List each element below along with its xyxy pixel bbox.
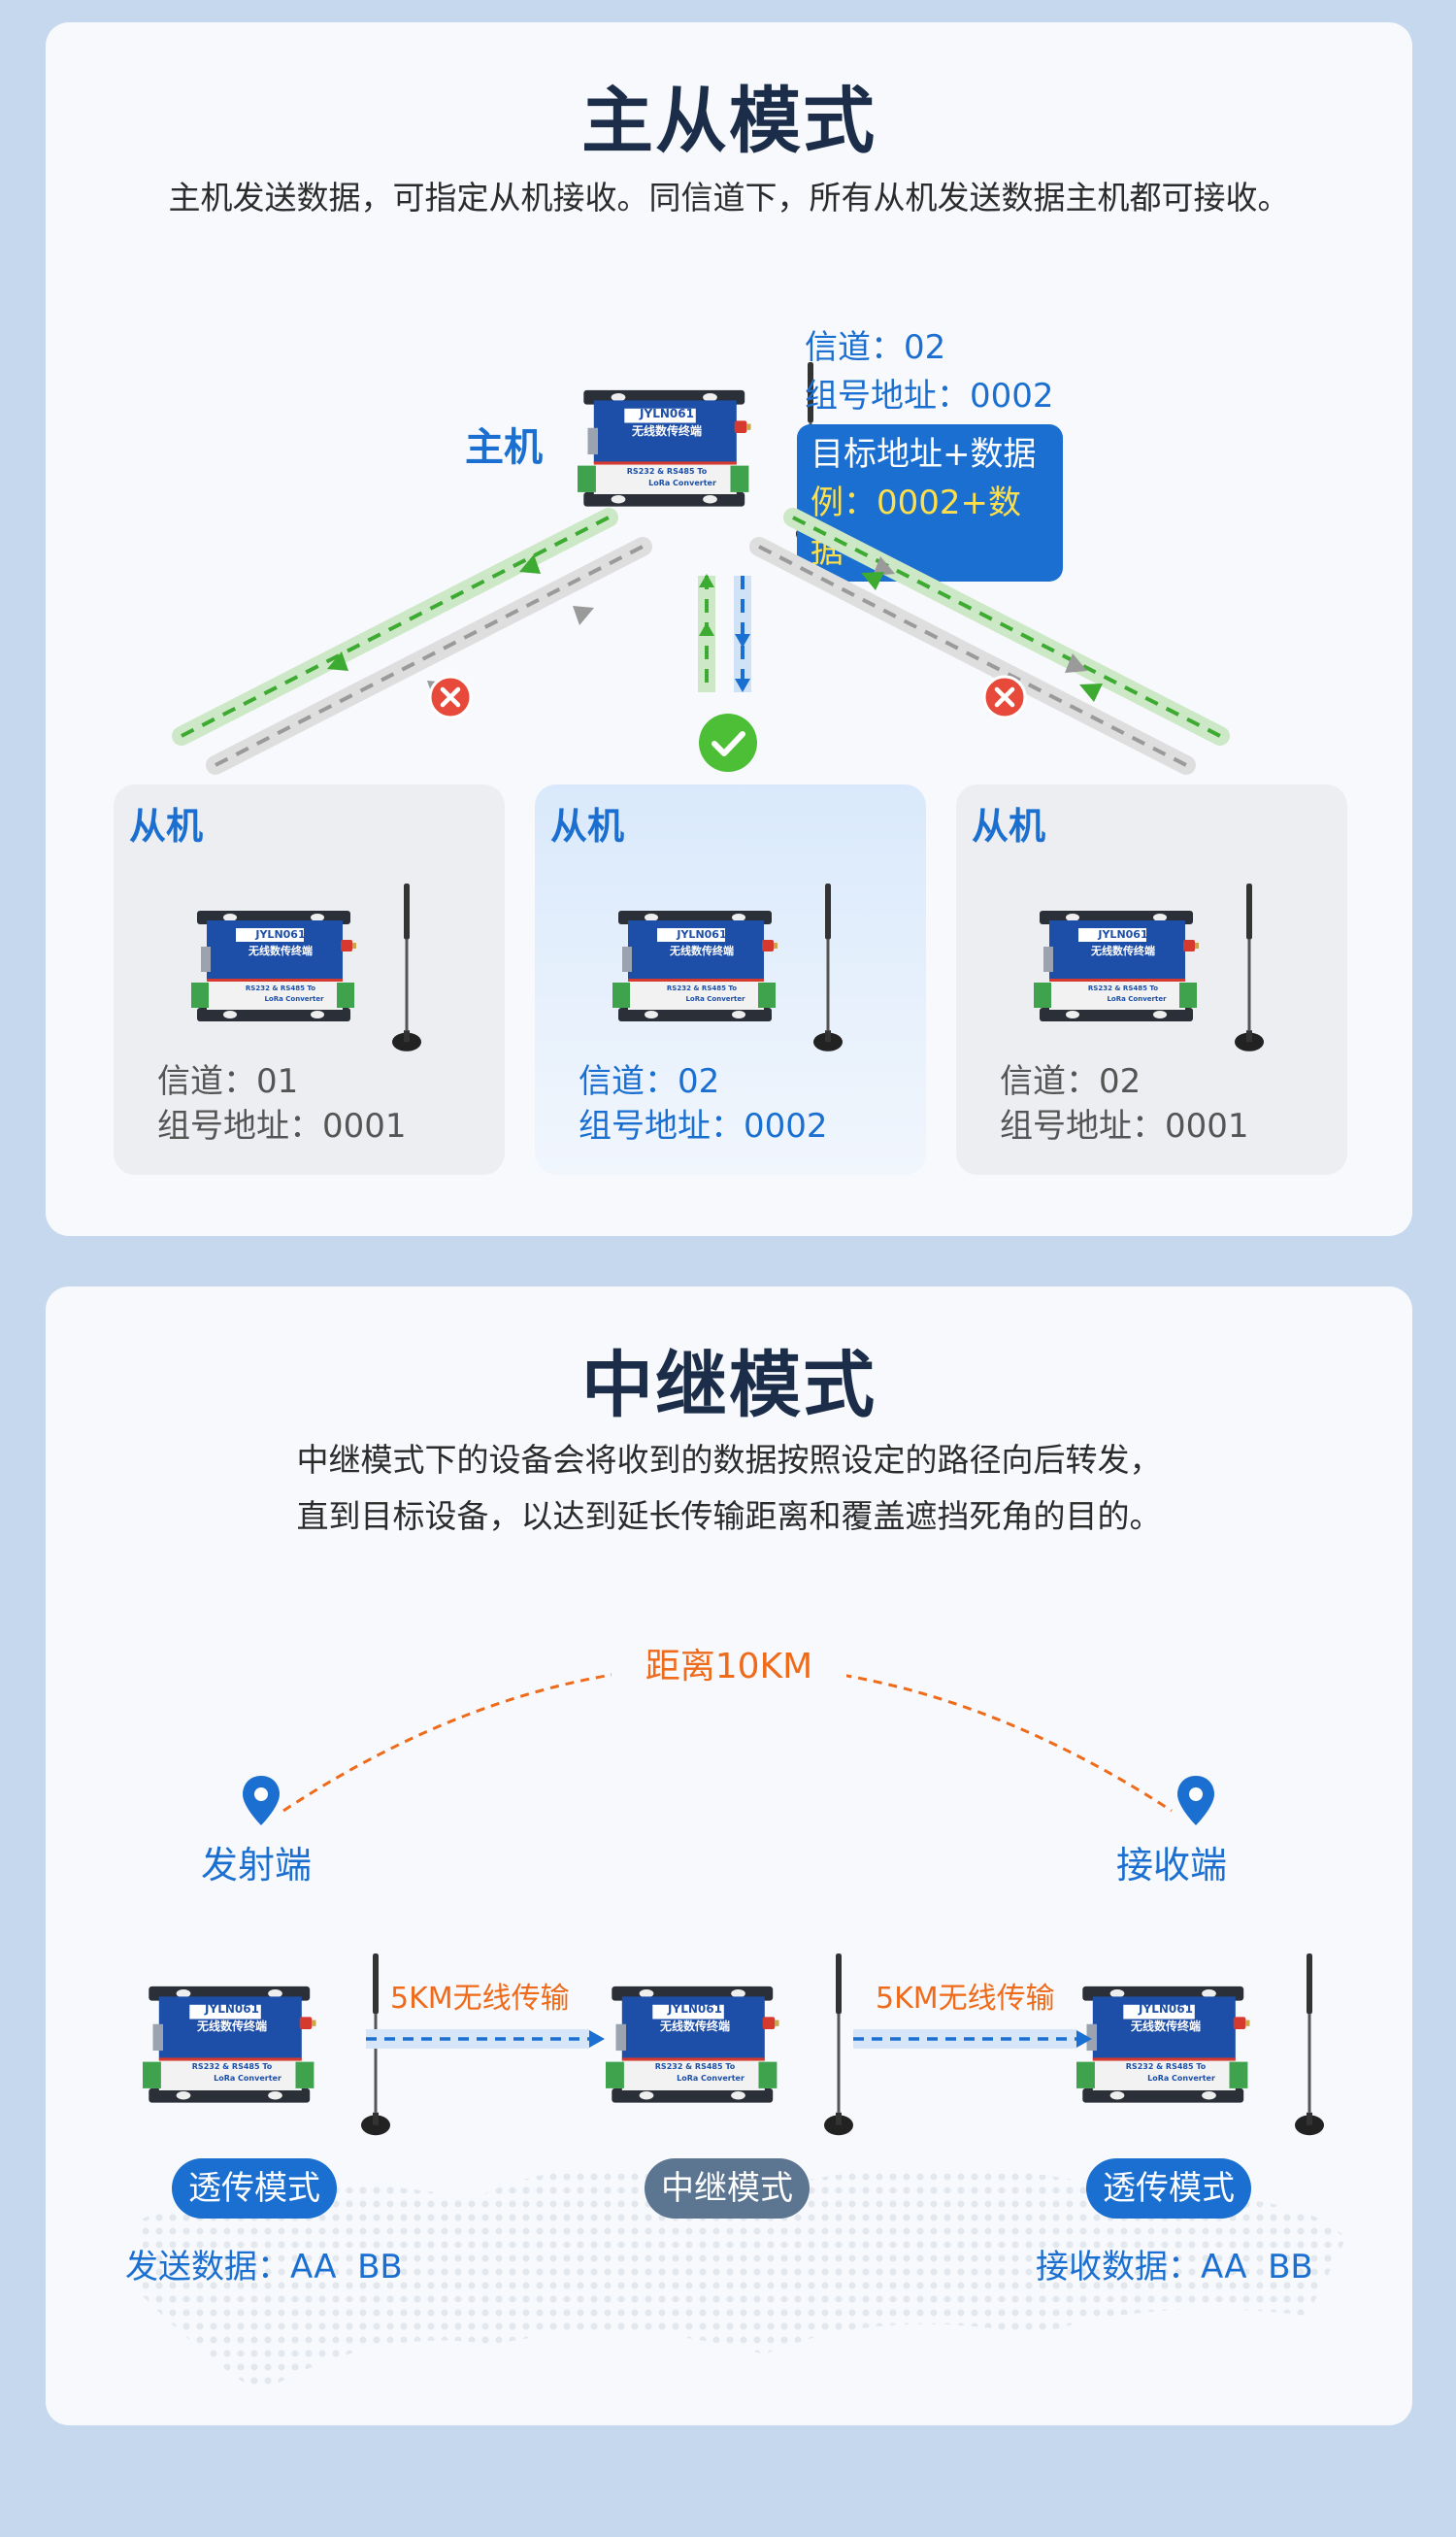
device-line2: LoRa Converter — [685, 995, 745, 1003]
distance-label: 距离10KM — [612, 1638, 846, 1696]
slave-card-3: 从机 JYLN061 无线数传终端 RS232 & RS485 To LoRa … — [956, 784, 1347, 1175]
location-pin-icon — [1177, 1776, 1214, 1825]
slave-device: JYLN061 无线数传终端 RS232 & RS485 To LoRa Con… — [191, 874, 424, 1062]
device-model: JYLN061 — [254, 928, 305, 941]
target-address-bubble: 目标地址+数据 例：0002+数据 — [797, 424, 1063, 582]
close-circle-icon — [428, 675, 473, 719]
device-name: 无线数传终端 — [196, 2019, 267, 2033]
device-line1: RS232 & RS485 To — [246, 985, 315, 992]
relay-device: JYLN061 无线数传终端 RS232 & RS485 To LoRa Con… — [601, 1939, 853, 2147]
slave-label: 从机 — [129, 805, 204, 848]
relay-description-line2: 直到目标设备，以达到延长传输距离和覆盖遮挡死角的目的。 — [296, 1497, 1162, 1535]
slave-group: 组号地址：0002 — [579, 1107, 828, 1146]
check-circle-icon — [699, 714, 757, 772]
transmission-paths — [172, 508, 1230, 775]
slave-label: 从机 — [550, 805, 625, 848]
master-channel: 信道：02 — [805, 328, 946, 367]
device-line1: RS232 & RS485 To — [655, 2062, 736, 2071]
device-line1: RS232 & RS485 To — [1126, 2062, 1207, 2071]
device-line2: LoRa Converter — [264, 995, 324, 1003]
receiver-label: 接收端 — [1116, 1844, 1228, 1886]
bubble-line1: 目标地址+数据 — [811, 435, 1037, 474]
device-model: JYLN061 — [667, 2002, 722, 2016]
slave-channel: 信道：02 — [1000, 1062, 1142, 1101]
link-label-2: 5KM无线传输 — [876, 1982, 1055, 2016]
recv-data: 接收数据：AA BB — [1036, 2248, 1313, 2287]
device-model: JYLN061 — [1138, 2002, 1193, 2016]
device-model: JYLN061 — [676, 928, 726, 941]
master-slave-card: 主从模式 主机发送数据，可指定从机接收。同信道下，所有从机发送数据主机都可接收。… — [46, 22, 1412, 1236]
link-label-1: 5KM无线传输 — [390, 1982, 570, 2016]
slave-device: JYLN061 无线数传终端 RS232 & RS485 To LoRa Con… — [1034, 874, 1267, 1062]
device-model: JYLN061 — [1097, 928, 1147, 941]
slave-info: 信道：02 组号地址：0002 — [579, 1059, 828, 1149]
send-data: 发送数据：AA BB — [125, 2248, 403, 2287]
location-pin-icon — [243, 1776, 280, 1825]
slave-group: 组号地址：0001 — [1000, 1107, 1249, 1146]
slave-info: 信道：02 组号地址：0001 — [1000, 1059, 1249, 1149]
mode-pill-relay: 中继模式 — [645, 2158, 810, 2219]
sender-label: 发射端 — [201, 1844, 313, 1886]
device-model: JYLN061 — [639, 407, 694, 420]
close-circle-icon — [982, 675, 1027, 719]
slave-group: 组号地址：0001 — [157, 1107, 407, 1146]
device-name: 无线数传终端 — [1090, 944, 1155, 957]
slave-device: JYLN061 无线数传终端 RS232 & RS485 To LoRa Con… — [612, 874, 845, 1062]
relay-card: 中继模式 中继模式下的设备会将收到的数据按照设定的路径向后转发， 直到目标设备，… — [46, 1286, 1412, 2425]
link-arrow-1 — [366, 2029, 605, 2049]
device-name: 无线数传终端 — [1130, 2019, 1201, 2033]
device-line2: LoRa Converter — [648, 479, 716, 487]
slave-card-1: 从机 JYLN061 无线数传终端 RS232 & RS485 To LoRa … — [114, 784, 505, 1175]
slave-info: 信道：01 组号地址：0001 — [157, 1059, 407, 1149]
slave-label: 从机 — [972, 805, 1046, 848]
device-line1: RS232 & RS485 To — [667, 985, 737, 992]
slave-channel: 信道：01 — [157, 1062, 299, 1101]
link-arrow-2 — [853, 2029, 1092, 2049]
relay-description-line1: 中继模式下的设备会将收到的数据按照设定的路径向后转发， — [296, 1441, 1162, 1479]
mode-pill-receiver: 透传模式 — [1086, 2158, 1251, 2219]
device-model: JYLN061 — [204, 2002, 259, 2016]
device-line1: RS232 & RS485 To — [1088, 985, 1158, 992]
device-line2: LoRa Converter — [677, 2074, 745, 2083]
master-label: 主机 — [465, 425, 543, 470]
device-name: 无线数传终端 — [659, 2019, 730, 2033]
distance-text: 距离10KM — [645, 1647, 813, 1686]
device-line1: RS232 & RS485 To — [192, 2062, 273, 2071]
mode-pill-sender: 透传模式 — [172, 2158, 337, 2219]
device-line2: LoRa Converter — [1107, 995, 1167, 1003]
world-map-background — [143, 2167, 1346, 2393]
receiver-device: JYLN061 无线数传终端 RS232 & RS485 To LoRa Con… — [1072, 1939, 1324, 2147]
master-slave-title: 主从模式 — [581, 80, 877, 163]
device-line2: LoRa Converter — [214, 2074, 281, 2083]
master-slave-description: 主机发送数据，可指定从机接收。同信道下，所有从机发送数据主机都可接收。 — [168, 179, 1290, 217]
device-name: 无线数传终端 — [631, 423, 702, 438]
device-line1: RS232 & RS485 To — [627, 467, 708, 476]
device-line2: LoRa Converter — [1147, 2074, 1215, 2083]
master-group: 组号地址：0002 — [805, 377, 1054, 416]
relay-description: 中继模式下的设备会将收到的数据按照设定的路径向后转发， 直到目标设备，以达到延长… — [46, 1432, 1412, 1545]
relay-title: 中继模式 — [581, 1344, 877, 1427]
device-name: 无线数传终端 — [669, 944, 734, 957]
slave-channel: 信道：02 — [579, 1062, 720, 1101]
slave-card-2: 从机 JYLN061 无线数传终端 RS232 & RS485 To LoRa … — [535, 784, 926, 1175]
master-device: JYLN061 无线数传终端 RS232 & RS485 To LoRa Con… — [568, 338, 825, 545]
device-name: 无线数传终端 — [248, 944, 313, 957]
sender-device: JYLN061 无线数传终端 RS232 & RS485 To LoRa Con… — [138, 1939, 390, 2147]
